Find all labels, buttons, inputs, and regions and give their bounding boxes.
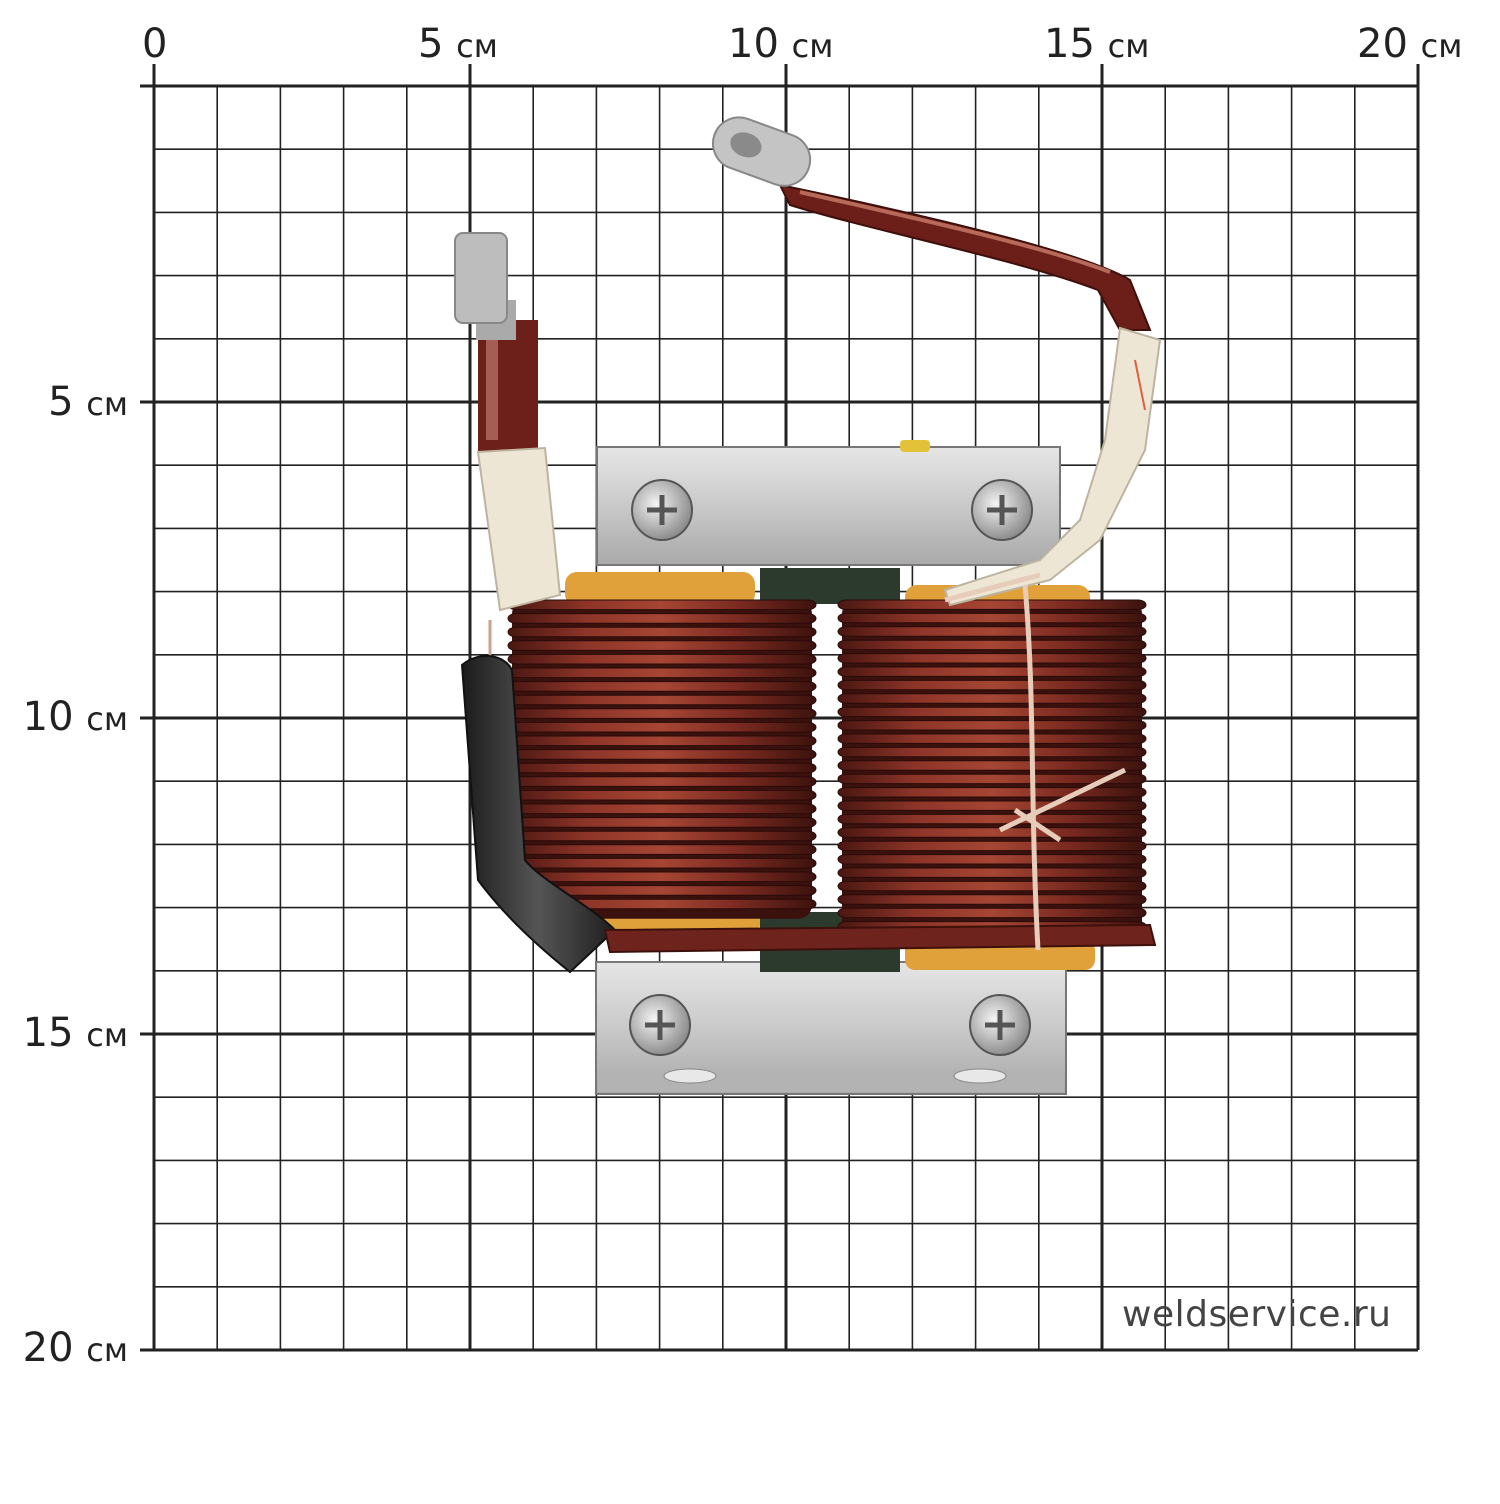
- x-label-5: 5 см: [418, 21, 498, 67]
- coil-turn: [507, 789, 817, 801]
- coil-left: [507, 599, 817, 919]
- y-label-5: 5 см: [48, 379, 128, 425]
- coil-right: [837, 599, 1147, 941]
- screw-bottom-left: [629, 994, 691, 1056]
- bottom-bracket: [595, 961, 1067, 1095]
- core-mid-top: [760, 568, 900, 604]
- coil-turn: [837, 733, 1147, 744]
- coil-turn: [507, 776, 817, 787]
- coil-turn: [837, 880, 1147, 892]
- y-label-20: 20 см: [22, 1325, 128, 1371]
- coil-turn: [837, 746, 1147, 758]
- coil-turn: [837, 720, 1147, 731]
- coil-turn: [837, 666, 1147, 677]
- screw-top-left: [631, 479, 693, 541]
- x-label-0: 0: [142, 21, 168, 67]
- coil-turn: [837, 653, 1147, 664]
- heat-shrink-tube: [460, 654, 617, 974]
- y-label-10: 10 см: [22, 694, 128, 740]
- left-terminal-lead: [454, 232, 562, 665]
- core-top: [565, 572, 755, 606]
- coil-turn: [837, 706, 1147, 718]
- coil-turn: [507, 844, 817, 855]
- coil-turn: [507, 830, 817, 842]
- coil-turn: [837, 854, 1147, 865]
- screw-bottom-right: [969, 994, 1031, 1056]
- coil-turn: [837, 599, 1147, 610]
- coil-turn: [837, 787, 1147, 798]
- coil-turn: [507, 708, 817, 719]
- coil-turn: [507, 735, 817, 747]
- coil-turn: [507, 667, 817, 679]
- x-label-10: 10 см: [728, 21, 834, 67]
- y-label-15: 15 см: [22, 1010, 128, 1056]
- coil-turn: [837, 612, 1147, 624]
- right-terminal-lead: [711, 116, 1162, 607]
- coil-turn: [837, 827, 1147, 838]
- coil-turn: [837, 693, 1147, 704]
- coil-turn: [507, 599, 817, 611]
- coil-turn: [837, 867, 1147, 878]
- coil-turn: [507, 721, 817, 733]
- x-label-15: 15 см: [1044, 21, 1150, 67]
- coil-turn: [837, 679, 1147, 691]
- binding-string: [944, 572, 1127, 951]
- coil-turn: [837, 813, 1147, 825]
- coil-turn: [507, 681, 817, 692]
- coil-turn: [507, 626, 817, 638]
- coil-turn: [507, 762, 817, 774]
- x-label-20: 20 см: [1357, 21, 1463, 67]
- coil-turn: [837, 760, 1147, 771]
- coil-turn: [837, 894, 1147, 905]
- coil-turn: [837, 639, 1147, 651]
- coil-turn: [507, 640, 817, 651]
- top-bracket: [596, 440, 1061, 566]
- coil-turn: [507, 871, 817, 883]
- watermark-text: weldservice.ru: [1122, 1294, 1392, 1335]
- coil-turn: [507, 817, 817, 828]
- bottom-copper-strap: [603, 923, 1157, 954]
- coil-turn: [837, 800, 1147, 811]
- coil-turn: [837, 773, 1147, 785]
- coil-turn: [507, 653, 817, 665]
- coil-turn: [507, 694, 817, 706]
- coil-turn: [837, 626, 1147, 637]
- coil-turn: [837, 907, 1147, 919]
- coil-turn: [507, 749, 817, 760]
- screw-top-right: [971, 479, 1033, 541]
- coil-turn: [837, 840, 1147, 852]
- coil-turn: [507, 613, 817, 624]
- coil-turn: [507, 803, 817, 815]
- coil-turn: [507, 857, 817, 869]
